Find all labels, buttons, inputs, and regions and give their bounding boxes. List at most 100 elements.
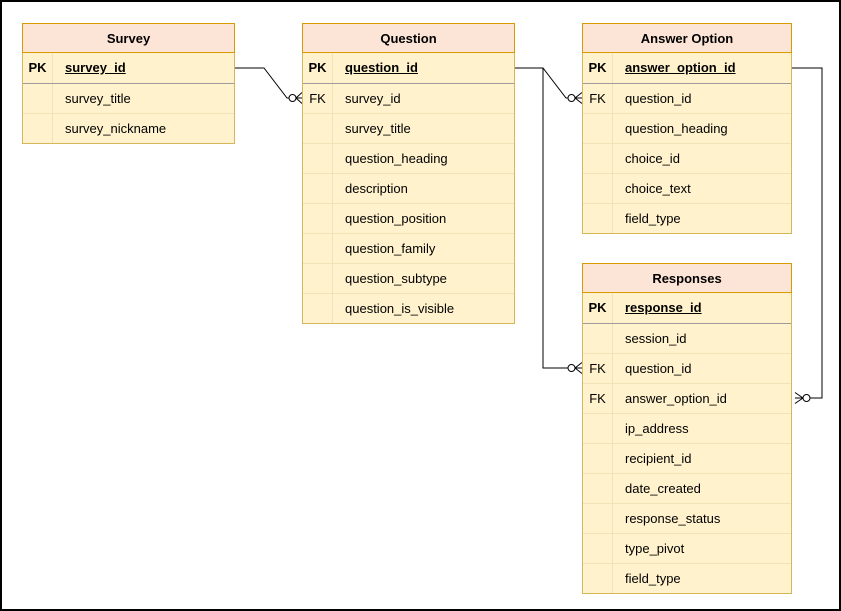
table-row-date_created[interactable]: date_created (583, 473, 791, 503)
key-label (583, 534, 613, 563)
table-row-survey_nickname[interactable]: survey_nickname (23, 113, 234, 143)
key-label (303, 204, 333, 233)
table-row-question_id[interactable]: PK question_id (303, 53, 514, 83)
table-row-survey_title[interactable]: survey_title (23, 83, 234, 113)
field-name: question_heading (625, 121, 728, 136)
key-label (583, 144, 613, 173)
table-row-field_type[interactable]: field_type (583, 203, 791, 233)
key-label (583, 474, 613, 503)
field-name: type_pivot (625, 541, 685, 556)
crow-foot-icon (794, 392, 804, 404)
field-name: response_id (625, 300, 702, 315)
key-label (583, 414, 613, 443)
table-row-question_family[interactable]: question_family (303, 233, 514, 263)
crow-foot-icon (574, 92, 583, 104)
table-row-question_heading[interactable]: question_heading (303, 143, 514, 173)
key-label: FK (583, 84, 613, 113)
connector-line (792, 67, 823, 399)
key-label: FK (583, 384, 613, 413)
table-row-field_type[interactable]: field_type (583, 563, 791, 593)
key-label: PK (583, 293, 613, 323)
key-label (23, 84, 53, 113)
field-name: survey_id (345, 91, 401, 106)
field-name: question_id (345, 60, 418, 75)
table-row-response_id[interactable]: PK response_id (583, 293, 791, 323)
table-row-answer_option_id[interactable]: FK answer_option_id (583, 383, 791, 413)
table-row-response_status[interactable]: response_status (583, 503, 791, 533)
field-name: recipient_id (625, 451, 692, 466)
field-name: question_id (625, 361, 692, 376)
key-label: PK (303, 53, 333, 83)
table-row-question_subtype[interactable]: question_subtype (303, 263, 514, 293)
key-label (583, 114, 613, 143)
crow-foot-icon (574, 362, 583, 374)
connector-survey-question[interactable] (235, 67, 303, 104)
key-label: PK (23, 53, 53, 83)
field-name: ip_address (625, 421, 689, 436)
key-label (303, 114, 333, 143)
field-name: session_id (625, 331, 687, 346)
key-label (303, 264, 333, 293)
crow-foot-icon (295, 92, 303, 104)
table-title[interactable]: Survey (22, 23, 235, 53)
field-name: answer_option_id (625, 391, 727, 406)
field-name: survey_title (345, 121, 411, 136)
key-label (303, 234, 333, 263)
table-title[interactable]: Question (302, 23, 515, 53)
field-name: field_type (625, 571, 681, 586)
key-label (583, 324, 613, 353)
connector-question-responses[interactable] (542, 68, 583, 374)
key-label (583, 504, 613, 533)
connector-line (235, 67, 289, 99)
table-title[interactable]: Answer Option (582, 23, 792, 53)
key-label (583, 444, 613, 473)
key-label: FK (303, 84, 333, 113)
key-label (303, 294, 333, 323)
table-row-question_id[interactable]: FK question_id (583, 353, 791, 383)
key-label (583, 564, 613, 593)
table-row-survey_title[interactable]: survey_title (303, 113, 514, 143)
table-row-session_id[interactable]: session_id (583, 323, 791, 353)
field-name: date_created (625, 481, 701, 496)
field-name: question_heading (345, 151, 448, 166)
key-label (583, 174, 613, 203)
table-row-type_pivot[interactable]: type_pivot (583, 533, 791, 563)
table-row-ip_address[interactable]: ip_address (583, 413, 791, 443)
field-name: question_position (345, 211, 447, 226)
key-label (583, 204, 613, 233)
table-row-survey_id[interactable]: FK survey_id (303, 83, 514, 113)
table-title[interactable]: Responses (582, 263, 792, 293)
table-row-question_position[interactable]: question_position (303, 203, 514, 233)
field-name: survey_nickname (65, 121, 167, 136)
table-row-question_heading[interactable]: question_heading (583, 113, 791, 143)
zero-cardinality-icon (288, 94, 297, 102)
table-row-description[interactable]: description (303, 173, 514, 203)
field-name: choice_text (625, 181, 691, 196)
field-name: answer_option_id (625, 60, 736, 75)
connector-answer-option-responses[interactable] (792, 67, 823, 404)
field-name: field_type (625, 211, 681, 226)
table-row-recipient_id[interactable]: recipient_id (583, 443, 791, 473)
table-row-choice_id[interactable]: choice_id (583, 143, 791, 173)
field-name: question_is_visible (345, 301, 455, 316)
table-row-question_is_visible[interactable]: question_is_visible (303, 293, 514, 323)
field-name: choice_id (625, 151, 680, 166)
connector-question-answer-option[interactable] (515, 67, 583, 104)
table-row-choice_text[interactable]: choice_text (583, 173, 791, 203)
key-label (303, 174, 333, 203)
field-name: question_family (345, 241, 436, 256)
connector-line (515, 67, 568, 99)
key-label: FK (583, 354, 613, 383)
